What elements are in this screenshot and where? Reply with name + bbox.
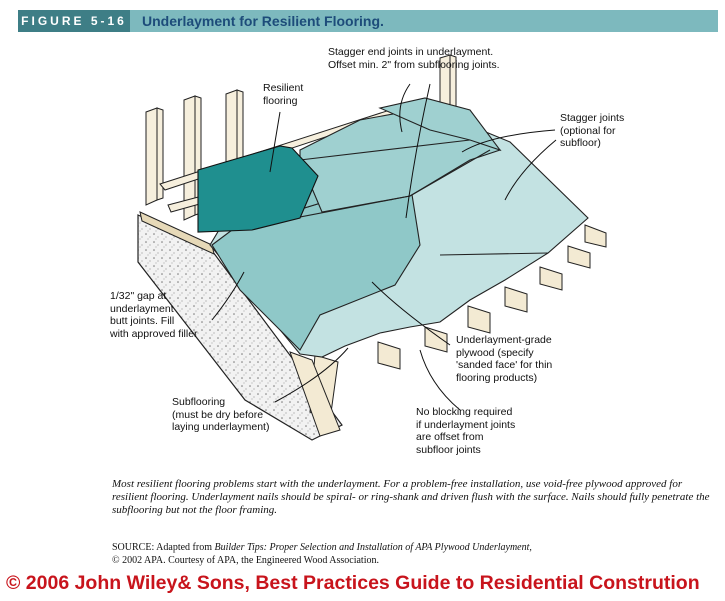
gap-fraction: 1/32 [110,290,131,302]
resilient-flooring-sheet [197,145,319,233]
figure-caption: Most resilient flooring problems start w… [112,478,710,517]
flooring-diagram [137,54,607,441]
floor-joists [289,224,607,437]
leader-lines [211,83,557,411]
callout-stagger-joints: Stagger joints (optional for subfloor) [560,112,625,149]
callout-plywood: Underlayment-grade plywood (specify 'san… [456,334,553,384]
gap-text: " gap at underlayment butt joints. Fill … [110,290,198,340]
callout-gap: 1/32" gap at underlayment butt joints. F… [110,290,198,340]
callout-stagger-end-joints: Stagger end joints in underlayment. Offs… [328,46,500,71]
foundation-wall [137,211,343,441]
copyright-notice: © 2006 John Wiley& Sons, Best Practices … [6,572,700,594]
figure-title: Underlayment for Resilient Flooring. [142,13,384,29]
figure-source: SOURCE: Adapted from Builder Tips: Prope… [112,542,712,567]
figure-number: FIGURE 5-16 [18,10,130,32]
source-prefix: SOURCE: Adapted from [112,542,215,553]
source-rest: © 2002 APA. Courtesy of APA, the Enginee… [112,554,379,566]
source-book: Builder Tips: Proper Selection and Insta… [214,542,532,553]
callout-subflooring: Subflooring (must be dry before laying u… [172,396,270,433]
callout-resilient-flooring: Resilient flooring [263,82,304,107]
callout-no-blocking: No blocking required if underlayment joi… [416,406,516,456]
figure-header-bar [18,10,718,32]
